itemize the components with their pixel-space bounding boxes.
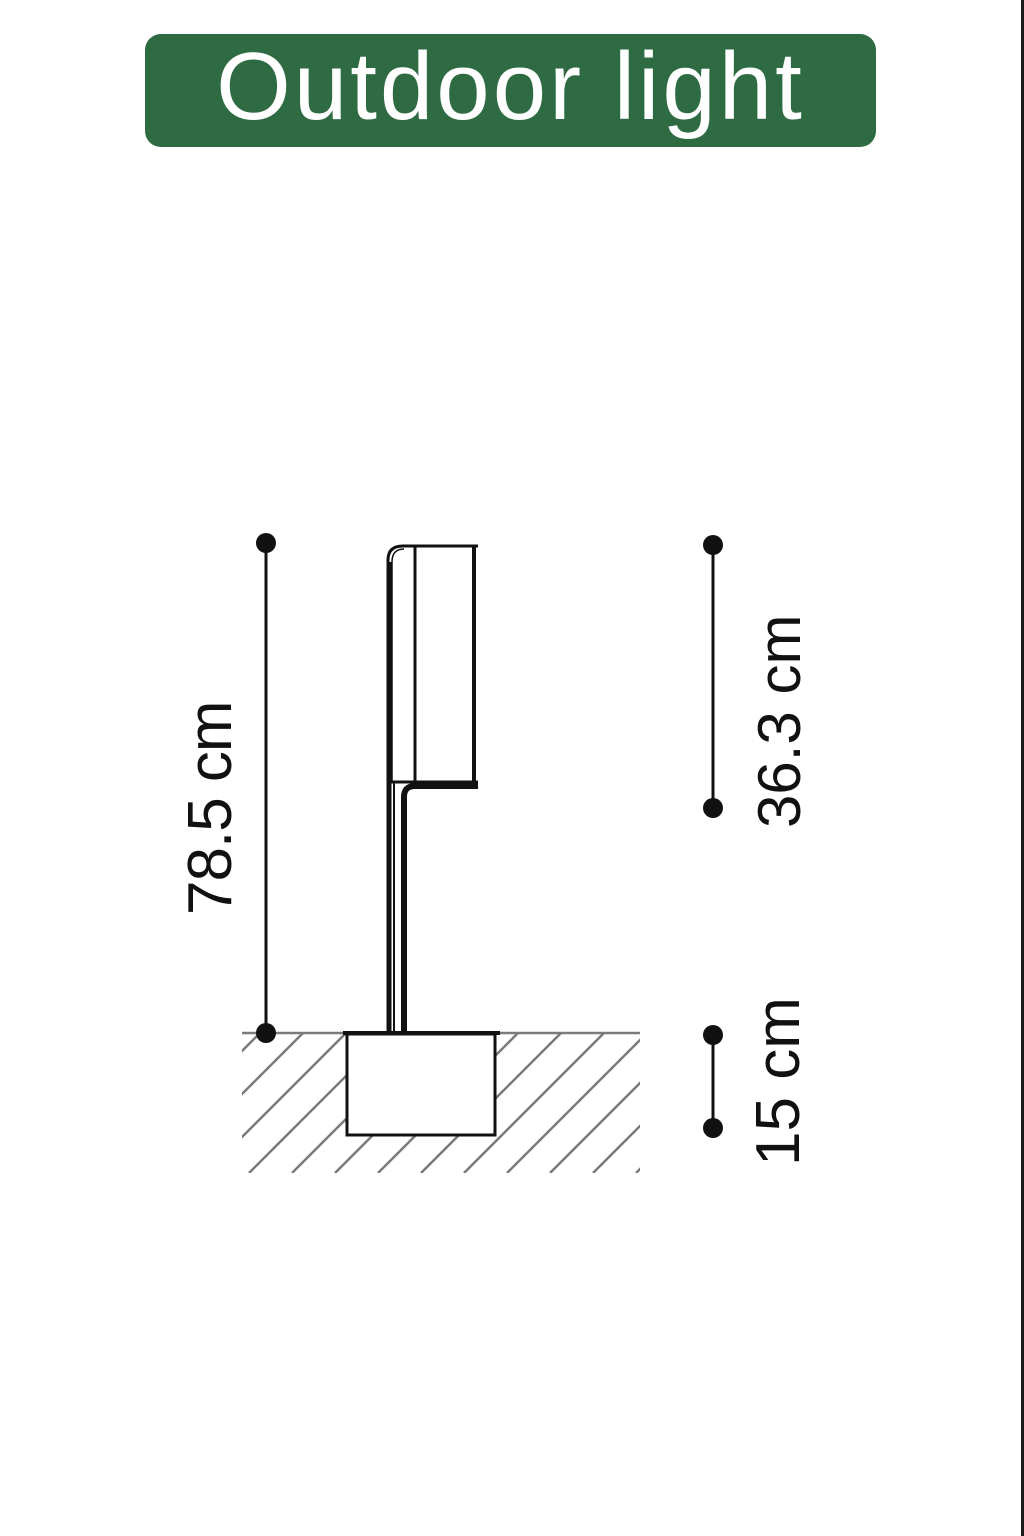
pole <box>386 562 478 1031</box>
title-text: Outdoor light <box>216 32 805 140</box>
total-height-dimension <box>256 533 276 1043</box>
head-height-label: 36.3 cm <box>746 614 813 828</box>
buried-depth-label: 15 cm <box>744 997 813 1166</box>
title-banner: Outdoor light <box>145 34 876 147</box>
buried-depth-dimension <box>703 1025 723 1138</box>
buried-base <box>345 1032 497 1137</box>
light-head <box>386 544 478 784</box>
right-border-line <box>1021 0 1024 1536</box>
head-height-dimension <box>703 535 723 818</box>
total-height-label: 78.5 cm <box>176 701 245 915</box>
